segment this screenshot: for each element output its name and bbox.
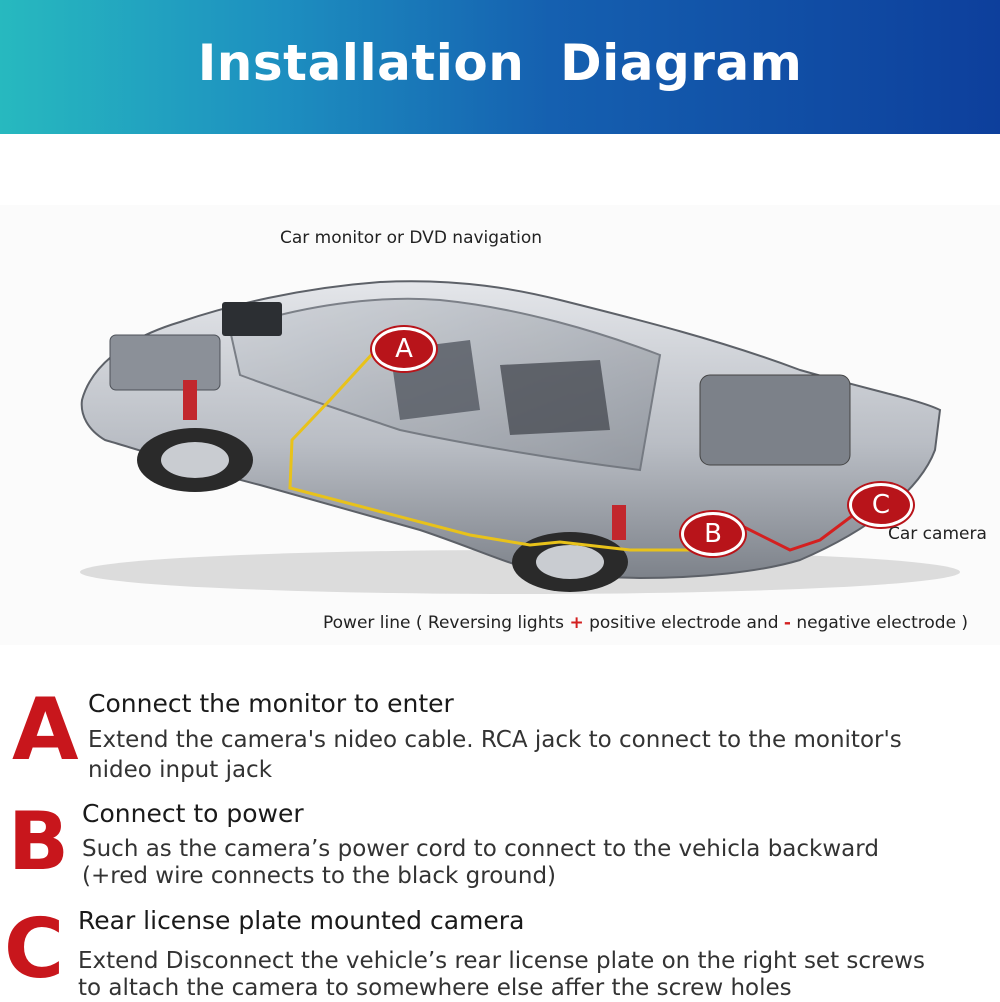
car-illustration — [80, 280, 960, 594]
label-power-line: Power line ( Reversing lights + positive… — [323, 613, 968, 633]
step-desc-b-line2: (+red wire connects to the black ground) — [82, 863, 557, 889]
step-letter-b: B — [8, 795, 69, 888]
step-desc-c-line1: Extend Disconnect the vehicle’s rear lic… — [78, 948, 925, 974]
label-monitor: Car monitor or DVD navigation — [280, 228, 543, 248]
step-letter-c: C — [4, 902, 65, 997]
rear-wheel — [512, 532, 628, 592]
step-desc-c-line2: to altach the camera to somewhere else a… — [78, 975, 792, 1001]
step-desc-a-line2: nideo input jack — [88, 757, 273, 783]
rear-suspension — [612, 505, 626, 540]
power-line-suffix: negative electrode ) — [790, 613, 969, 633]
power-line-prefix: Power line ( Reversing lights — [323, 613, 570, 633]
header-banner: Installation Diagram — [0, 0, 1000, 134]
power-wire — [739, 508, 861, 552]
seat-rear — [500, 360, 610, 435]
step-desc-b-line1: Such as the camera’s power cord to conne… — [82, 836, 879, 862]
step-a: A Connect the monitor to enter Extend th… — [0, 680, 1000, 790]
front-suspension — [183, 380, 197, 420]
video-cable — [288, 338, 700, 552]
step-title-a: Connect the monitor to enter — [88, 689, 454, 718]
rear-engine — [699, 374, 851, 466]
power-line-middle: positive electrode and — [583, 613, 784, 633]
front-wheel — [137, 428, 253, 492]
step-title-b: Connect to power — [82, 799, 304, 828]
badge-b: B — [681, 512, 745, 556]
label-camera: Car camera — [888, 524, 987, 544]
power-minus: - — [783, 613, 791, 633]
monitor-screen — [222, 302, 282, 336]
step-c: C Rear license plate mounted camera Exte… — [0, 900, 1000, 1001]
step-letter-a: A — [12, 680, 79, 780]
badge-c: C — [849, 483, 913, 527]
badge-a: A — [372, 327, 436, 371]
step-b: B Connect to power Such as the camera’s … — [0, 795, 1000, 900]
engine-block — [109, 334, 221, 391]
step-desc-a-line1: Extend the camera's nideo cable. RCA jac… — [88, 727, 902, 753]
page-title: Installation Diagram — [197, 34, 803, 92]
step-title-c: Rear license plate mounted camera — [78, 906, 525, 935]
power-plus: + — [569, 613, 584, 633]
